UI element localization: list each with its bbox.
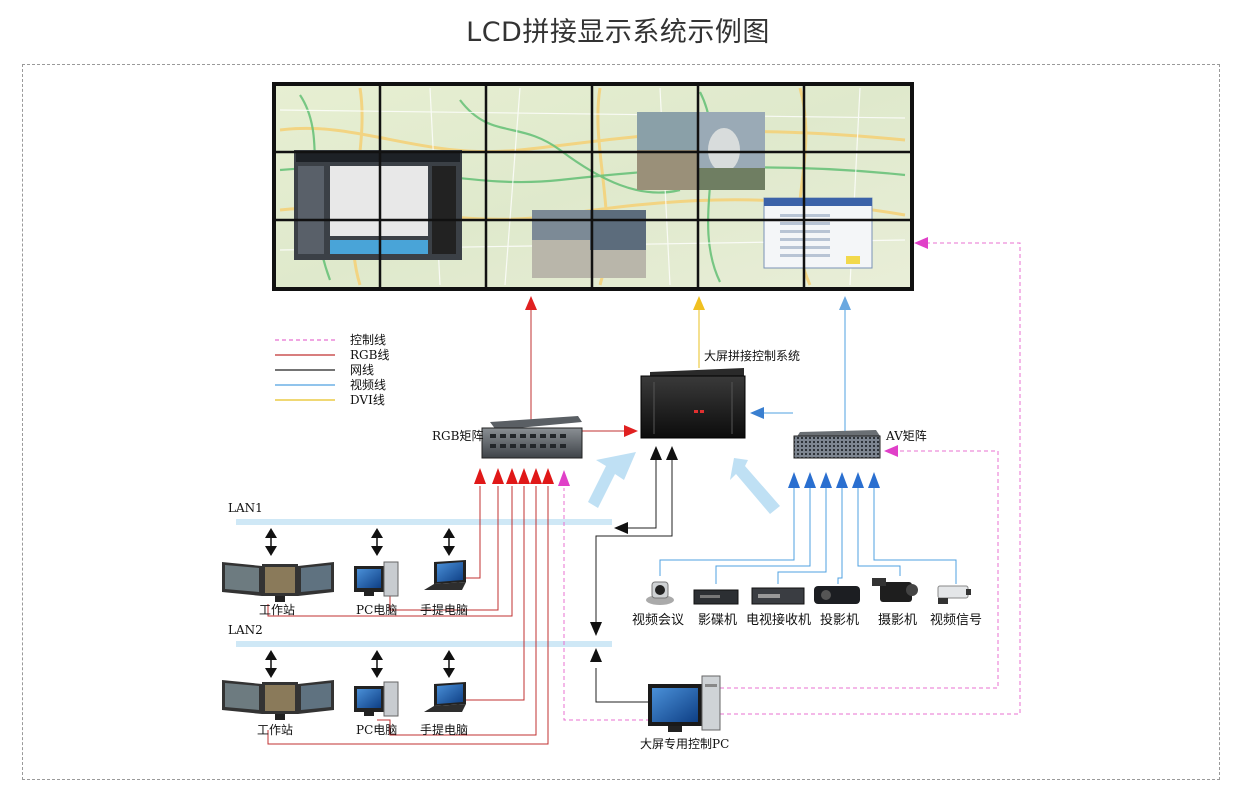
video-conference-label: 视频会议 <box>632 613 684 628</box>
projector-label: 投影机 <box>820 612 859 628</box>
video-signal-label: 视频信号 <box>930 613 982 628</box>
rgb-matrix-input-arrows <box>474 468 570 486</box>
video-signal-camera-icon <box>937 585 971 604</box>
legend-label-control: 控制线 <box>350 333 386 347</box>
projector-icon <box>814 586 860 604</box>
dvd-player-label: 影碟机 <box>698 613 737 628</box>
controller-label: 大屏拼接控制系统 <box>704 348 800 363</box>
legend-label-dvi: DVI线 <box>350 393 385 407</box>
lan1-label: LAN1 <box>228 501 263 515</box>
tv-receiver-label: 电视接收机 <box>746 612 811 628</box>
diagram-title: LCD拼接显示系统示例图 <box>466 17 770 48</box>
pc-2-icon <box>354 681 399 717</box>
lan-link-arrows <box>265 528 455 678</box>
av-matrix-device <box>793 430 881 459</box>
controller-net-arrow-1 <box>650 446 662 460</box>
video-conference-icon <box>646 581 674 605</box>
pc-1-label: PC电脑 <box>356 603 397 617</box>
controller-net-arrow-2 <box>666 446 678 460</box>
laptop-2-label: 手提电脑 <box>420 722 468 737</box>
workstation-2-icon <box>222 680 334 720</box>
rgb-matrix-device <box>481 416 583 459</box>
workstation-2-label: 工作站 <box>257 723 293 737</box>
wall-input-rgb-arrow <box>525 296 537 310</box>
av-matrix-input-arrows <box>788 472 880 488</box>
lan1-bus <box>236 519 612 525</box>
laptop-2-icon <box>424 682 466 712</box>
lan2-down-arrow <box>590 622 602 636</box>
av-matrix-label: AV矩阵 <box>885 429 927 443</box>
controller-to-lan-arrow <box>614 522 628 534</box>
wall-input-video-arrow <box>839 296 851 310</box>
pc-1-icon <box>354 561 399 597</box>
camcorder-label: 摄影机 <box>878 613 917 628</box>
camcorder-icon <box>872 578 918 602</box>
laptop-1-label: 手提电脑 <box>420 602 468 617</box>
control-pc-icon <box>648 675 721 732</box>
lan2-label: LAN2 <box>228 623 263 637</box>
control-pc-up-arrow <box>590 648 602 662</box>
control-pc-label: 大屏专用控制PC <box>640 736 729 751</box>
diagram-frame <box>22 64 1220 780</box>
legend: 控制线 RGB线 网线 视频线 DVI线 <box>275 333 389 407</box>
wall-input-dvi-arrow <box>693 296 705 310</box>
lan2-bus <box>236 641 612 647</box>
laptop-1-icon <box>424 560 466 590</box>
controller-device <box>640 368 746 439</box>
dvd-player-icon <box>693 589 739 605</box>
flow-arrows <box>588 452 780 514</box>
workstation-1-icon <box>222 562 334 602</box>
rgb-matrix-label: RGB矩阵 <box>432 429 483 443</box>
tv-receiver-icon <box>751 587 805 605</box>
av-to-controller-arrow <box>750 407 764 419</box>
pc-2-label: PC电脑 <box>356 723 397 737</box>
rgb-to-controller-arrow <box>624 425 638 437</box>
legend-label-video: 视频线 <box>350 377 386 392</box>
workstation-1-label: 工作站 <box>259 603 295 617</box>
av-control-arrow <box>884 445 898 457</box>
legend-label-rgb: RGB线 <box>350 348 389 362</box>
video-wall <box>272 82 914 291</box>
wall-control-arrow <box>914 237 928 249</box>
legend-label-network: 网线 <box>350 363 374 377</box>
